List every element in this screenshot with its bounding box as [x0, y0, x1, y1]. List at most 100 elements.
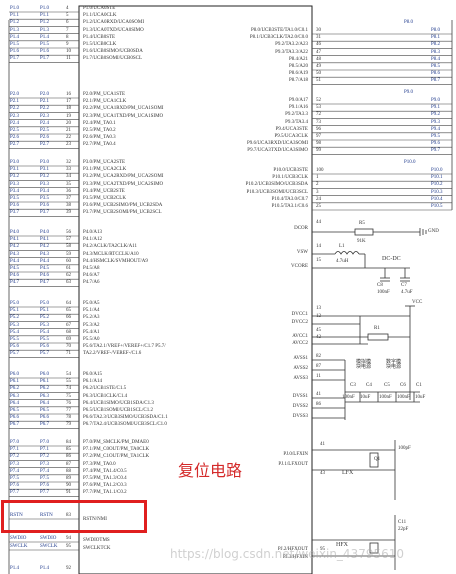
chip-pin-function: P3.1/PM_UCA2CLK: [83, 167, 127, 173]
right-pin-net: P9.4: [431, 126, 441, 132]
chip-power-pin: DVSS2: [292, 404, 308, 409]
pin-net-label: P7.0: [10, 440, 20, 445]
pin-number: 84: [66, 440, 71, 445]
right-pin-number: 25: [316, 204, 321, 209]
chip-power-pin: VSW: [296, 250, 308, 255]
pin-number: 68: [66, 329, 71, 335]
power-pin-number: 14: [316, 244, 321, 249]
pin-number: 8: [66, 34, 69, 40]
chip-power-pin: AVCC1: [292, 334, 308, 339]
chip-hfx-pin: PJ.3/HFXIN: [282, 555, 308, 560]
pin-net-label: P6.5: [10, 408, 20, 413]
power-pin-number: 44: [316, 220, 321, 225]
pin-net-name: P7.7: [40, 490, 50, 496]
pin-net-name: P4.4: [40, 258, 50, 264]
c7-label: C7: [401, 283, 407, 288]
pin-net-name: P5.2: [40, 315, 50, 321]
pin-net-label: P2.7: [10, 142, 20, 148]
pin-number: 16: [66, 92, 71, 97]
cap-c5: C5: [384, 383, 390, 388]
right-pin-net: P8.5: [431, 64, 441, 69]
pin-net-label: P7.3: [10, 461, 20, 467]
right-pin-net: P9.1: [431, 105, 441, 111]
pin-number: 38: [66, 203, 71, 209]
right-pin-net: P9.2: [431, 112, 441, 118]
c7-value: 4.7uF: [401, 290, 413, 295]
pin-number: 90: [66, 483, 71, 489]
chip-pin-function-right: P9.0/A17: [288, 98, 308, 103]
pin-net-name: P3.3: [40, 181, 50, 187]
right-pin-net: P8.2: [431, 42, 441, 48]
power-pin-number: 87: [316, 364, 321, 369]
pin-net-name: P5.0: [40, 301, 50, 306]
chip-pin-function: P4.1/A12: [83, 237, 103, 243]
right-pin-net: P8.4: [431, 56, 441, 62]
chip-pin-function-right: P8.5/A20: [288, 64, 308, 69]
pin-number: 65: [66, 308, 71, 314]
pin-net-label: P7.4: [10, 468, 20, 474]
right-pin-number: 49: [316, 64, 321, 69]
pin-number: 55: [66, 379, 71, 385]
r1-label: R1: [374, 326, 380, 331]
pin-number: 71: [66, 351, 71, 357]
chip-pin-function: P7.2/PM_C1OUT/PM_TA1CLK: [83, 454, 150, 460]
pin-net-label: P2.4: [10, 120, 20, 126]
analog-supply-label: 模拟模块电源: [356, 360, 372, 370]
pin-net-name: P2.2: [40, 106, 50, 112]
chip-hfx-pin: PJ.2/HFXOUT: [277, 547, 308, 552]
pin-net-label: P2.0: [10, 92, 20, 97]
cap-c5-value: 100nF: [379, 395, 392, 400]
chip-power-pin: VCORE: [291, 264, 308, 269]
chip-pin-function: P4.3/MCLK/RTCCLK/A10: [83, 251, 139, 257]
pin-net-name: P3.5: [40, 196, 50, 201]
right-pin-net: P10.2: [431, 182, 443, 188]
pin-net-label: P5.3: [10, 322, 20, 328]
swd-chip-function: SWDIOTMS: [83, 538, 110, 543]
right-pin-net: P10.3: [431, 189, 443, 195]
pin-net-name: P2.5: [40, 128, 50, 133]
chip-pin-function: P2.6/PM_TA0.3: [83, 135, 116, 141]
cap-c6: C6: [400, 383, 406, 388]
pin-number: 59: [66, 251, 71, 257]
pin-net-label: P1.4: [10, 34, 20, 40]
pin-net-label: P4.2: [10, 244, 20, 250]
pin-number: 89: [66, 476, 71, 481]
chip-pin-function: P7.3/PM_TA0.0: [83, 461, 116, 467]
pin-net-label: P5.5: [10, 337, 20, 342]
chip-power-pin: DVCC1: [291, 312, 308, 317]
pin-number: 7: [66, 27, 69, 33]
pin-net-name: P6.6: [40, 415, 50, 421]
c9-value: 100pF: [398, 446, 411, 451]
pin-net-name: P5.1: [40, 308, 50, 314]
pin-net-name: P1.6: [40, 49, 50, 55]
pin-95-label: 95: [320, 547, 325, 552]
pin-net-name: P5.7: [40, 351, 50, 357]
chip-pin-function-right: P8.7/A18: [288, 78, 308, 84]
chip-pin-function-right: P10.0/UCB3STE: [273, 168, 308, 173]
power-pin-number: 45: [316, 328, 321, 333]
chip-pin-function: P4.5/A8: [83, 266, 100, 271]
rstn-net-label: RSTN: [10, 513, 23, 518]
pin-net-name: P1.1: [40, 13, 50, 19]
chip-pin-function-right: P9.6/UCA3RXD/UCA3SOMI: [247, 141, 308, 147]
right-pin-net: P9.6: [431, 141, 441, 147]
chip-pin-function: P1.2/UCA0RXD/UCA0SOMI: [83, 20, 144, 26]
pin-net-label: P7.5: [10, 476, 20, 481]
chip-pin-function: P4.0/A13: [83, 230, 103, 235]
pin-net-name: P4.6: [40, 273, 50, 279]
chip-pin-function: P7.5/PM_TA1.3/C0.4: [83, 476, 127, 481]
pin-number: 18: [66, 106, 71, 112]
chip-pin-function: P3.2/PM_UCA2RXD/PM_UCA2SOMI: [83, 174, 164, 180]
q1-label: Q1: [374, 457, 381, 462]
pin-number: 19: [66, 113, 71, 119]
chip-pin-function: TA2.2/VREF-/VEREF-/C1.6: [83, 351, 142, 357]
pin-net-name: P1.3: [40, 27, 50, 33]
pin-net-label: P3.0: [10, 160, 20, 165]
chip-pin-function: P3.0/PM_UCA2STE: [83, 160, 126, 165]
power-pin-number: 12: [316, 314, 321, 319]
lfx-label: LFX: [342, 470, 354, 476]
l1-value: 4.7uH: [336, 259, 349, 264]
right-pin-number: 1: [316, 175, 319, 181]
chip-pin-function: P1.4/UCB0STE: [83, 34, 116, 40]
chip-pin-function: P2.0/PM_UCA1STE: [83, 92, 126, 97]
